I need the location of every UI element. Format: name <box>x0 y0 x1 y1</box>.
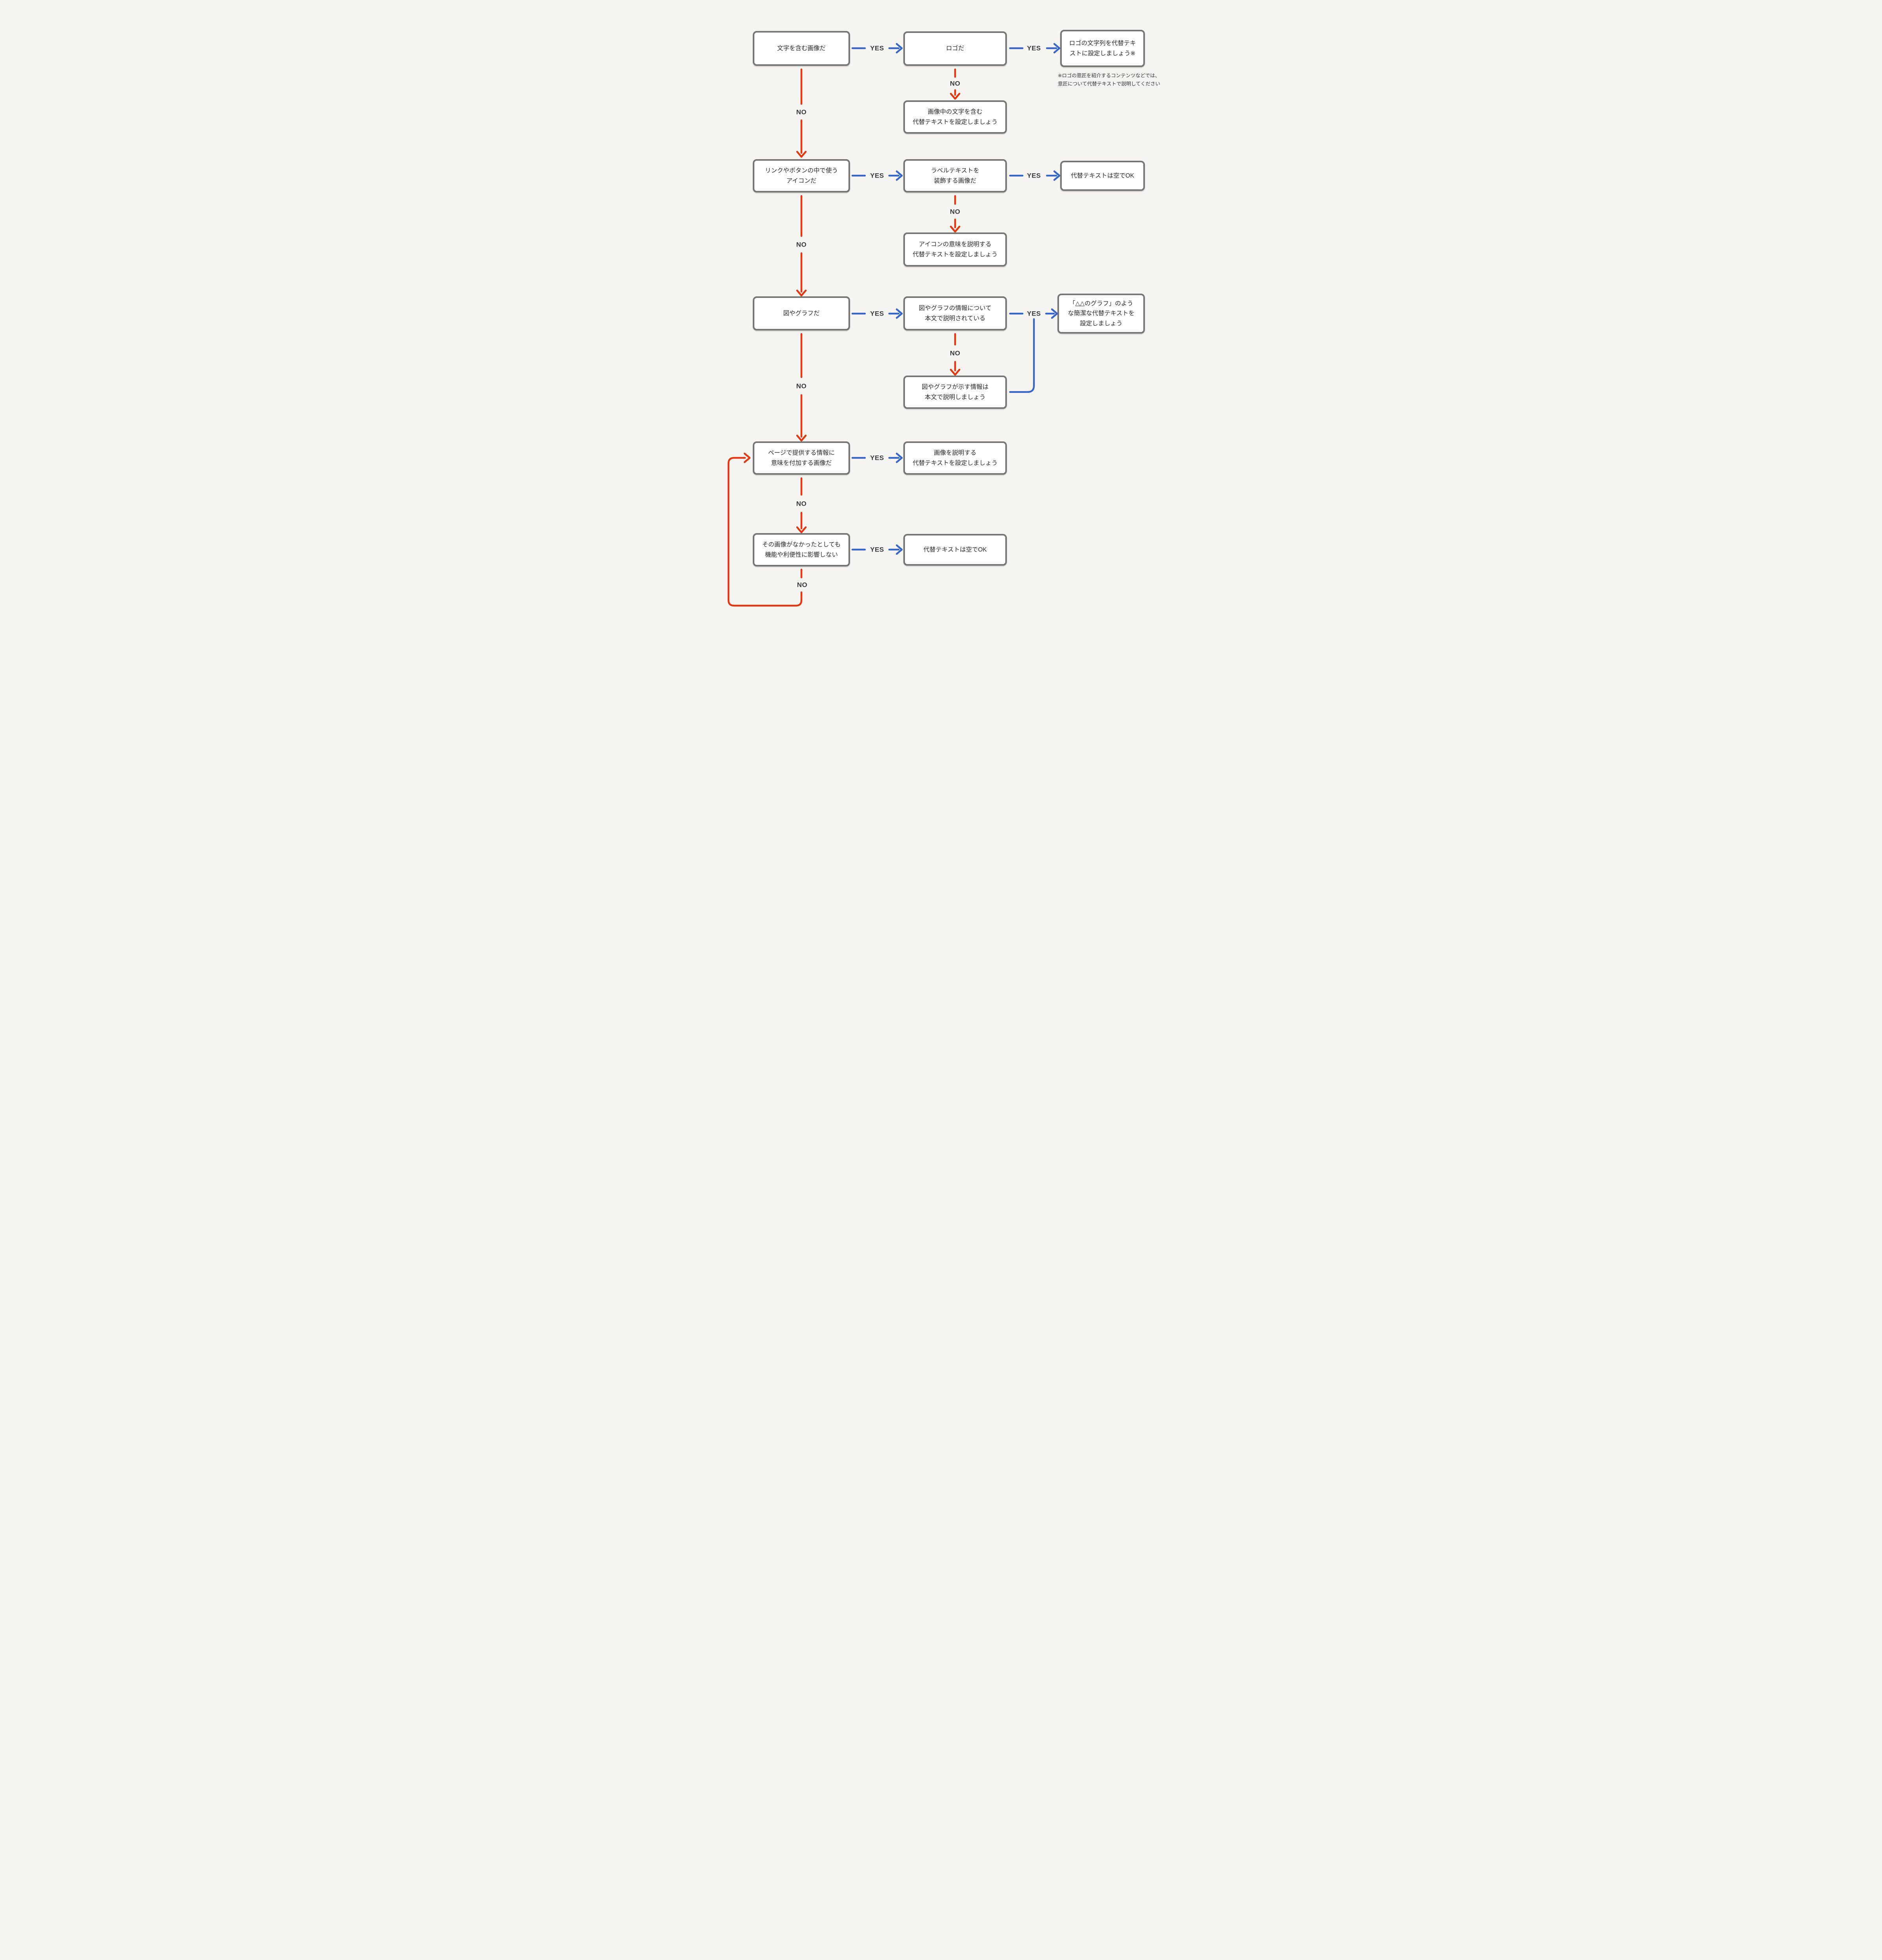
node-icon-alt: アイコンの意味を説明する 代替テキストを設定しましょう <box>903 232 1007 267</box>
node-chart-explain-body: 図やグラフが示す情報は 本文で説明しましょう <box>903 376 1007 409</box>
no-arrow-chart <box>950 333 961 376</box>
edge-label-no-8: NO <box>797 581 808 589</box>
edge-label-yes-7: YES <box>870 454 884 462</box>
node-is-decorative-label: ラベルテキストを 装飾する画像だ <box>903 159 1007 192</box>
node-has-text: 文字を含む画像だ <box>753 31 850 66</box>
yes-arrow-row3-b <box>1009 308 1058 319</box>
no-arrow-label <box>950 195 961 233</box>
yes-arrow-row2-b <box>1009 170 1061 181</box>
no-arrow-col1-row1 <box>796 68 807 158</box>
edge-label-no-6: NO <box>796 382 807 390</box>
edge-label-no-2: NO <box>796 108 807 116</box>
node-text-alt: 画像中の文字を含む 代替テキストを設定しましょう <box>903 100 1007 134</box>
no-arrow-col1-row4 <box>796 477 807 534</box>
edge-label-yes-6: YES <box>1027 310 1041 318</box>
no-arrow-logo <box>950 68 961 100</box>
no-loop-arrow <box>727 452 803 607</box>
edge-label-yes-1: YES <box>870 44 884 52</box>
node-is-logo: ロゴだ <box>903 31 1007 66</box>
node-is-icon: リンクやボタンの中で使う アイコンだ <box>753 159 850 192</box>
edge-label-no-7: NO <box>796 500 807 508</box>
yes-arrow-row3-a <box>851 308 903 319</box>
node-chart-explained: 図やグラフの情報について 本文で説明されている <box>903 296 1007 330</box>
edge-label-yes-4: YES <box>1027 172 1041 180</box>
edge-label-no-5: NO <box>950 349 961 357</box>
flowchart-canvas: 文字を含む画像だ ロゴだ ロゴの文字列を代替テキ ストに設定しましょう※ 画像中… <box>706 0 1176 652</box>
edge-label-no-4: NO <box>796 241 807 249</box>
edge-label-yes-5: YES <box>870 310 884 318</box>
no-arrow-col1-row3 <box>796 333 807 442</box>
yes-arrow-row4 <box>851 452 903 463</box>
node-no-impact: その画像がなかったとしても 機能や利便性に影響しない <box>753 533 850 566</box>
yes-arrow-row1-b <box>1009 43 1061 54</box>
node-adds-meaning: ページで提供する情報に 意味を付加する画像だ <box>753 441 850 475</box>
yes-arrow-row5 <box>851 544 903 555</box>
edge-label-yes-3: YES <box>870 172 884 180</box>
edge-label-yes-8: YES <box>870 546 884 554</box>
node-empty-alt-final: 代替テキストは空でOK <box>903 534 1007 566</box>
node-describe-alt: 画像を説明する 代替テキストを設定しましょう <box>903 441 1007 475</box>
node-is-chart: 図やグラフだ <box>753 296 850 330</box>
yes-arrow-row2-a <box>851 170 903 181</box>
node-empty-alt-icon: 代替テキストは空でOK <box>1060 161 1145 191</box>
no-arrow-col1-row2 <box>796 195 807 297</box>
yes-arrow-row1-a <box>851 43 903 54</box>
node-logo-alt: ロゴの文字列を代替テキ ストに設定しましょう※ <box>1060 30 1145 67</box>
node-chart-alt: 「△△のグラフ」のよう な簡潔な代替テキストを 設定しましょう <box>1057 294 1145 334</box>
edge-label-yes-2: YES <box>1027 44 1041 52</box>
flowchart-connectors <box>727 43 1061 607</box>
edge-label-no-1: NO <box>950 80 961 87</box>
yes-merge-elbow <box>1009 318 1035 393</box>
edge-label-no-3: NO <box>950 208 961 216</box>
logo-footnote: ※ロゴの意匠を紹介するコンテンツなどでは、 意匠について代替テキストで説明してく… <box>1058 73 1161 87</box>
